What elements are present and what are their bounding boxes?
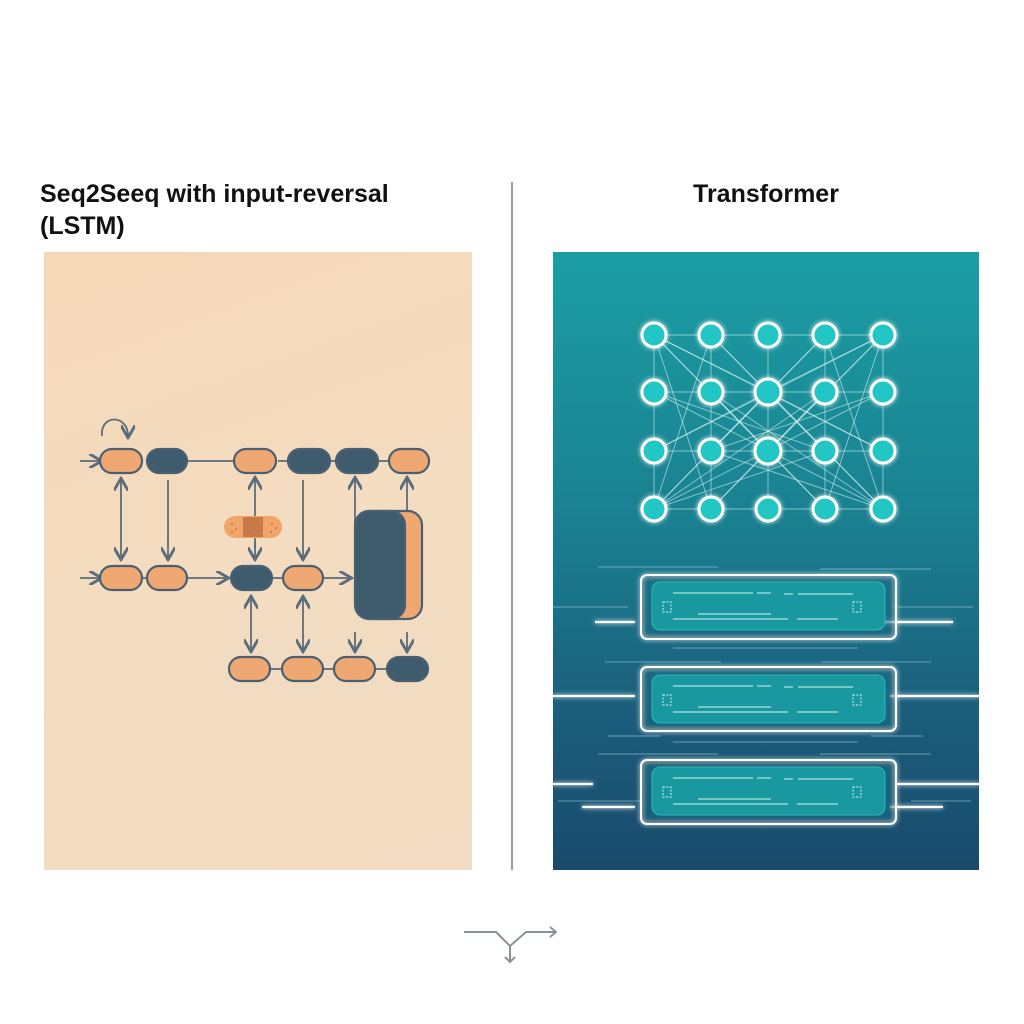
lstm-node (281, 564, 325, 592)
layer-block (640, 759, 897, 825)
seq2seq-panel (44, 252, 472, 870)
vertical-divider (511, 182, 513, 870)
bandage-icon (224, 516, 282, 538)
stacked-block-front (353, 509, 407, 621)
lstm-node (280, 655, 325, 683)
transformer-layers (553, 566, 979, 825)
seq2seq-diagram (80, 418, 431, 683)
lstm-node (229, 564, 274, 592)
lstm-node (145, 564, 189, 592)
merge-split-arrow-icon (464, 926, 557, 963)
lstm-node (145, 447, 189, 475)
transformer-panel (553, 252, 979, 870)
layer-block (640, 666, 897, 732)
title-seq2seq: Seq2Seeq with input-reversal (LSTM) (40, 180, 389, 240)
title-transformer: Transformer (693, 180, 839, 208)
lstm-node (332, 655, 377, 683)
lstm-node (232, 447, 278, 475)
lstm-node (385, 655, 430, 683)
lstm-node (227, 655, 272, 683)
attention-connections (653, 334, 884, 510)
lstm-node (98, 447, 144, 475)
lstm-node (98, 564, 144, 592)
attention-nodes (640, 321, 897, 523)
layer-block (640, 574, 897, 640)
transformer-diagram (553, 321, 979, 825)
lstm-node (387, 447, 431, 475)
lstm-node (286, 447, 332, 475)
lstm-node (334, 447, 380, 475)
